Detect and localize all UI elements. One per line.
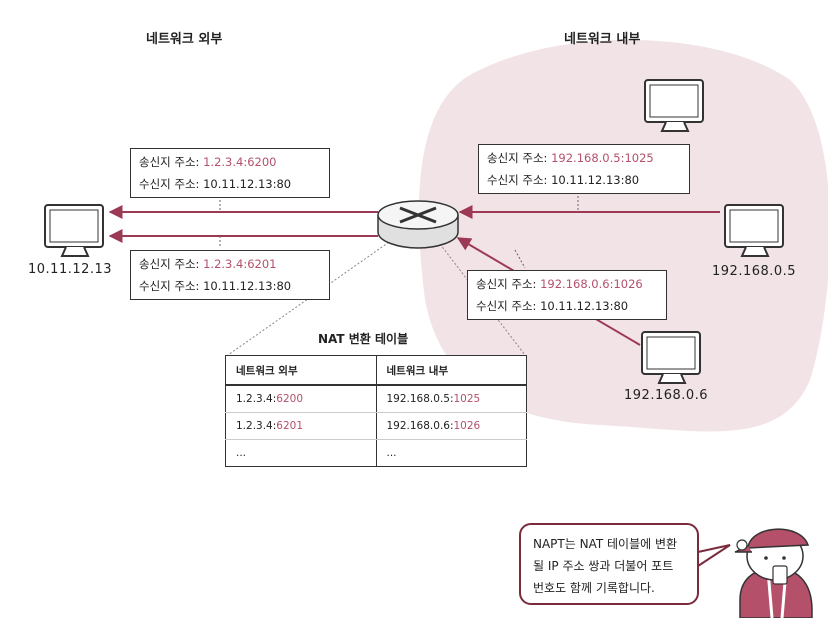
internal-b-monitor-icon [641, 331, 701, 384]
nat-cell-outside: ... [225, 439, 377, 467]
nat-header-inside: 네트워크 내부 [375, 355, 527, 386]
internal-a-monitor-icon [724, 204, 784, 257]
dst-address: 10.11.12.13:80 [203, 177, 292, 191]
dst-label: 수신지 주소: [476, 299, 537, 313]
external-host-ip: 10.11.12.13 [28, 262, 113, 277]
inside-network-title: 네트워크 내부 [564, 32, 641, 47]
src-label: 송신지 주소: [487, 151, 548, 165]
dst-label: 수신지 주소: [139, 177, 200, 191]
dst-address: 10.11.12.13:80 [203, 279, 292, 293]
nat-header-outside: 네트워크 외부 [225, 355, 377, 386]
dst-label: 수신지 주소: [487, 173, 548, 187]
dst-address: 10.11.12.13:80 [540, 299, 629, 313]
src-address: 1.2.3.4:6200 [203, 155, 277, 169]
note-speech-bubble: NAPT는 NAT 테이블에 변환될 IP 주소 쌍과 더불어 포트 번호도 함… [519, 523, 699, 605]
dst-address: 10.11.12.13:80 [551, 173, 640, 187]
nat-cell-inside: 192.168.0.5:1025 [375, 385, 527, 413]
external-monitor-icon [44, 204, 104, 257]
table-row: 1.2.3.4:6201 192.168.0.6:1026 [225, 412, 527, 440]
packet-box-inside-b: 송신지 주소: 192.168.0.6:1026 수신지 주소: 10.11.1… [467, 270, 667, 320]
outside-network-title: 네트워크 외부 [146, 32, 223, 47]
src-address: 192.168.0.6:1026 [540, 277, 643, 291]
internal-network-zone [418, 39, 828, 432]
internal-host-a-ip: 192.168.0.5 [712, 264, 797, 279]
src-label: 송신지 주소: [476, 277, 537, 291]
nat-cell-inside: ... [375, 439, 527, 467]
nat-cell-inside: 192.168.0.6:1026 [375, 412, 527, 440]
src-label: 송신지 주소: [139, 257, 200, 271]
nat-cell-outside: 1.2.3.4:6201 [225, 412, 377, 440]
router-icon [377, 200, 459, 249]
internal-host-b-ip: 192.168.0.6 [624, 388, 709, 403]
packet-box-outside-top: 송신지 주소: 1.2.3.4:6200 수신지 주소: 10.11.12.13… [130, 148, 330, 198]
nat-table-title: NAT 변환 테이블 [318, 332, 409, 346]
table-row: 1.2.3.4:6200 192.168.0.5:1025 [225, 385, 527, 413]
character-illustration [734, 528, 813, 618]
top-monitor-icon [644, 79, 704, 132]
table-row: ... ... [225, 439, 527, 467]
src-address: 192.168.0.5:1025 [551, 151, 654, 165]
src-label: 송신지 주소: [139, 155, 200, 169]
packet-box-inside-a: 송신지 주소: 192.168.0.5:1025 수신지 주소: 10.11.1… [478, 144, 690, 194]
nat-table: 네트워크 외부 네트워크 내부 1.2.3.4:6200 192.168.0.5… [225, 355, 527, 467]
nat-cell-outside: 1.2.3.4:6200 [225, 385, 377, 413]
packet-box-outside-bottom: 송신지 주소: 1.2.3.4:6201 수신지 주소: 10.11.12.13… [130, 250, 330, 300]
dst-label: 수신지 주소: [139, 279, 200, 293]
src-address: 1.2.3.4:6201 [203, 257, 277, 271]
